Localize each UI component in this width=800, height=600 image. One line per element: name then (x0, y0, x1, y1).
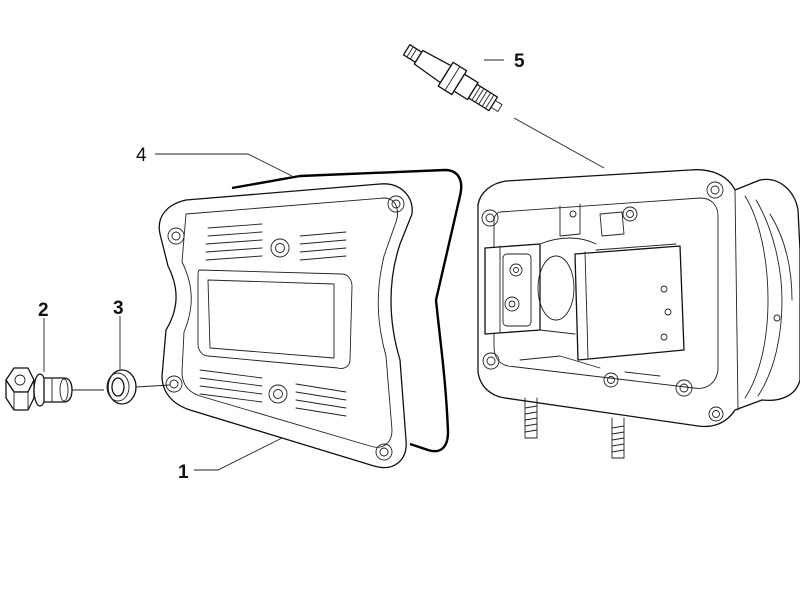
cover-top-fins (205, 223, 347, 261)
callout-4: 4 (136, 145, 147, 166)
callout-2: 2 (38, 300, 49, 321)
head-bolt-holes (481, 181, 724, 422)
callout-1: 1 (178, 462, 189, 483)
leader-lines (43, 59, 605, 471)
bolt (5, 367, 73, 411)
head-studs (524, 397, 625, 459)
spark-plug (402, 44, 503, 112)
seal-washer (106, 369, 137, 405)
valve-cover-gasket (231, 168, 463, 453)
cover-bottom-fins (199, 369, 347, 417)
valve-cover (158, 183, 413, 469)
callout-3: 3 (113, 298, 124, 319)
cylinder-head (477, 169, 800, 459)
callout-5: 5 (514, 51, 525, 72)
